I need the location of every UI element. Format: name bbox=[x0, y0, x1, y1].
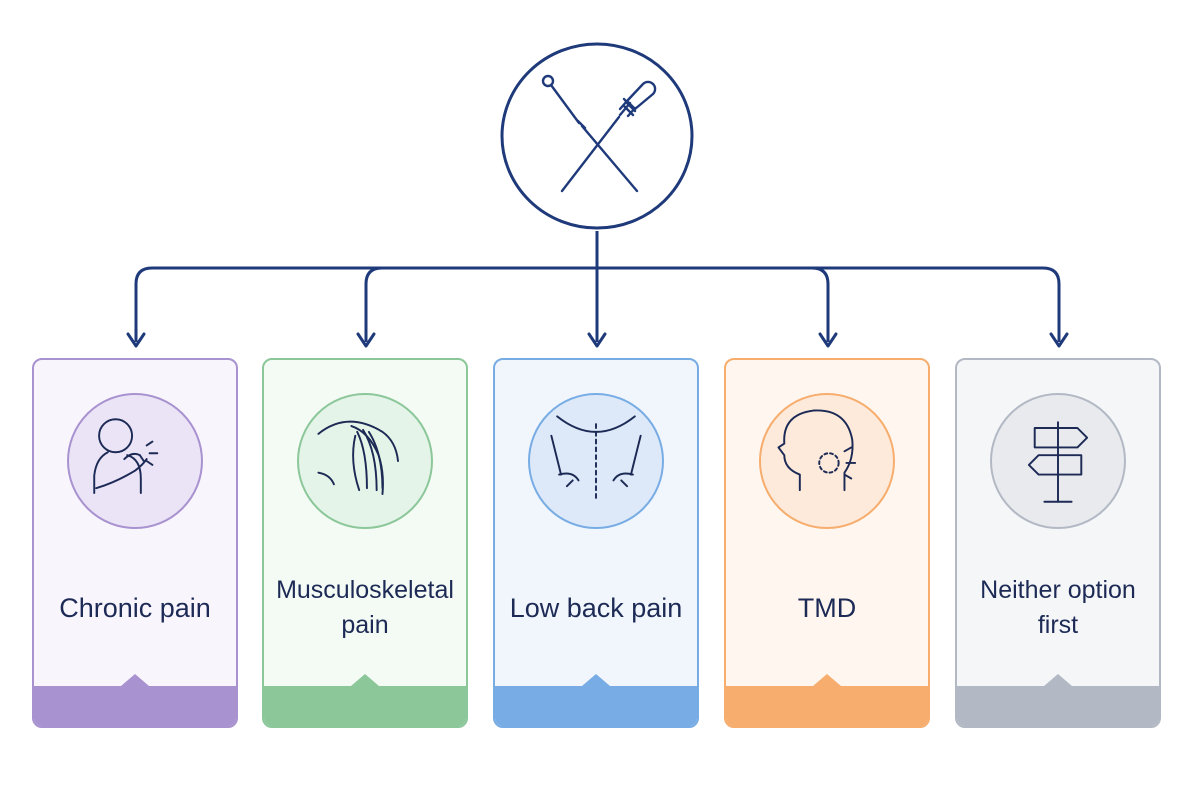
footer-notch bbox=[582, 674, 610, 686]
branch-card-musculoskeletal-pain: Musculoskeletal pain bbox=[262, 358, 468, 728]
root-node bbox=[499, 41, 695, 231]
icon-circle bbox=[759, 393, 895, 529]
footer-notch bbox=[1044, 674, 1072, 686]
root-circle bbox=[500, 42, 694, 230]
arrowhead bbox=[818, 332, 838, 348]
card-footer bbox=[726, 674, 928, 726]
branch-card-low-back-pain: Low back pain bbox=[493, 358, 699, 728]
card-footer bbox=[957, 674, 1159, 726]
arrowhead bbox=[356, 332, 376, 348]
branch-label: Low back pain bbox=[509, 592, 683, 623]
lower-back-icon bbox=[550, 415, 642, 503]
branch-label: Neither option first bbox=[980, 576, 1136, 639]
icon-circle bbox=[297, 393, 433, 529]
arrowhead bbox=[1049, 332, 1069, 348]
shoulder-muscle-icon bbox=[317, 420, 399, 495]
icon-circle bbox=[990, 393, 1126, 529]
card-footer bbox=[264, 674, 466, 726]
branch-drop-line bbox=[364, 266, 383, 342]
icon-circle bbox=[67, 393, 203, 529]
branch-label: TMD bbox=[797, 592, 857, 623]
branch-card-neither-option-first: Neither option first bbox=[955, 358, 1161, 728]
acupuncture-needles-icon bbox=[541, 74, 657, 193]
footer-notch bbox=[813, 674, 841, 686]
branch-card-chronic-pain: Chronic pain bbox=[32, 358, 238, 728]
footer-notch bbox=[121, 674, 149, 686]
branch-label: Musculoskeletal pain bbox=[276, 576, 454, 639]
arrowhead bbox=[126, 332, 146, 348]
branch-drop-line bbox=[811, 266, 830, 342]
signpost-icon bbox=[1027, 421, 1089, 503]
branch-bus-line bbox=[134, 266, 1061, 342]
branch-label: Chronic pain bbox=[59, 592, 211, 623]
shoulder-pain-icon bbox=[93, 418, 159, 494]
card-footer bbox=[34, 674, 236, 726]
arrowhead bbox=[587, 332, 607, 348]
card-footer bbox=[495, 674, 697, 726]
icon-circle bbox=[528, 393, 664, 529]
footer-notch bbox=[351, 674, 379, 686]
branch-card-tmd: TMD bbox=[724, 358, 930, 728]
jaw-pain-icon bbox=[777, 409, 857, 492]
